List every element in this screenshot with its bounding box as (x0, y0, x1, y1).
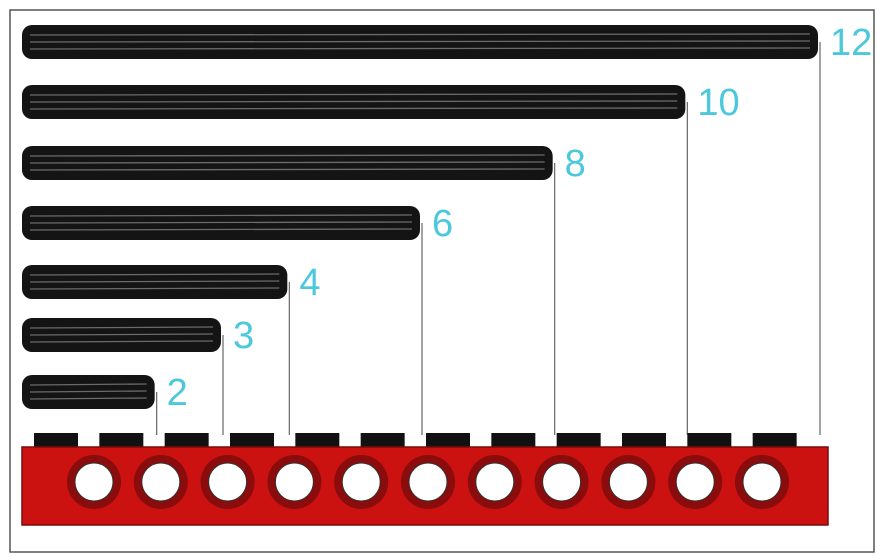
technic-beam (22, 433, 828, 525)
beam-hole (209, 463, 247, 501)
beam-hole (342, 463, 380, 501)
beam-hole (142, 463, 180, 501)
axle-3 (22, 318, 221, 352)
beam-stud (753, 433, 797, 448)
beam-hole (743, 463, 781, 501)
beam-hole (543, 463, 581, 501)
length-label: 6 (432, 203, 453, 245)
beam-stud (361, 433, 405, 448)
length-label: 8 (565, 143, 586, 185)
beam-stud (557, 433, 601, 448)
beam-stud (99, 433, 143, 448)
axle-8 (22, 146, 553, 180)
beam-stud (687, 433, 731, 448)
axle-12 (22, 25, 818, 59)
beam-stud (491, 433, 535, 448)
length-label: 2 (167, 372, 188, 414)
axle-6 (22, 206, 420, 240)
beam-hole (476, 463, 514, 501)
axle-4 (22, 265, 287, 299)
beam-stud (622, 433, 666, 448)
beam-stud (295, 433, 339, 448)
length-label: 12 (830, 22, 872, 64)
beam-hole (75, 463, 113, 501)
length-label: 10 (697, 82, 739, 124)
beam-stud (165, 433, 209, 448)
axle-10 (22, 85, 685, 119)
beam-stud (230, 433, 274, 448)
beam-hole (409, 463, 447, 501)
length-label: 4 (299, 262, 320, 304)
length-label: 3 (233, 315, 254, 357)
beam-stud (34, 433, 78, 448)
beam-hole (676, 463, 714, 501)
axle-2 (22, 375, 155, 409)
beam-hole (609, 463, 647, 501)
beam-stud (426, 433, 470, 448)
beam-hole (275, 463, 313, 501)
